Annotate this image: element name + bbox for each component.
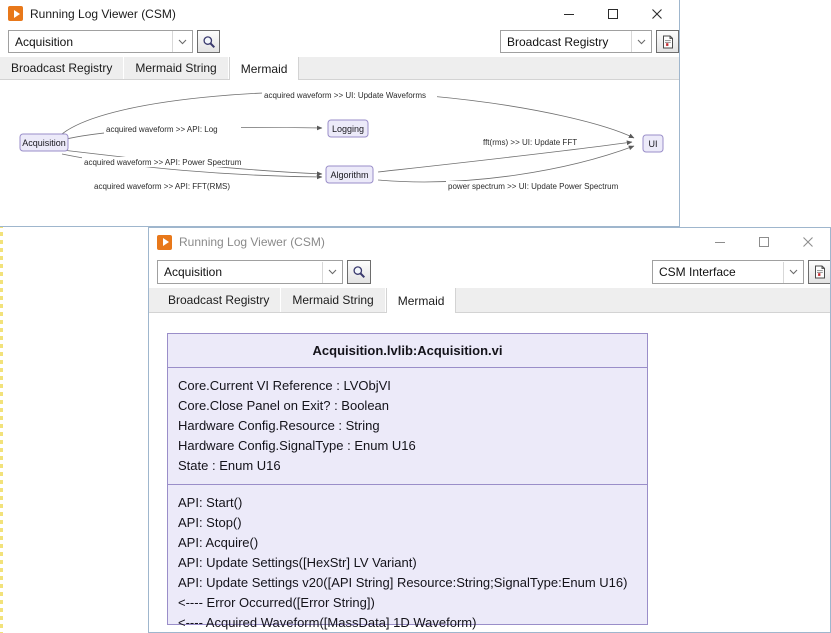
mermaid-flow-svg: Acquisition Logging Algorithm UI acquire… <box>19 90 664 191</box>
window-running-log-viewer-back[interactable]: Running Log Viewer (CSM) Acquisition <box>0 0 680 227</box>
maximize-icon[interactable] <box>591 0 635 27</box>
titlebar-front[interactable]: Running Log Viewer (CSM) <box>149 228 830 256</box>
class-attributes-section: Core.Current VI Reference : LVObjVI Core… <box>168 368 647 484</box>
class-attribute: Hardware Config.Resource : String <box>178 418 380 433</box>
class-methods-section: API: Start() API: Stop() API: Acquire() … <box>168 484 647 632</box>
class-attribute: Core.Close Panel on Exit? : Boolean <box>178 398 390 413</box>
window-controls-front <box>698 228 830 256</box>
tab-mermaid-string-back[interactable]: Mermaid String <box>124 57 229 79</box>
class-attribute: Core.Current VI Reference : LVObjVI <box>178 378 391 393</box>
minimize-icon[interactable] <box>698 228 742 256</box>
search-combo-value-front: Acquisition <box>164 265 223 279</box>
toolbar-back: Acquisition Broadcast Registry <box>0 27 679 57</box>
class-method: API: Acquire() <box>178 535 259 550</box>
node-algorithm-label: Algorithm <box>330 170 368 180</box>
class-method: <---- Acquired Waveform([MassData] 1D Wa… <box>178 615 477 630</box>
search-button-front[interactable] <box>347 260 371 284</box>
lv-run-icon <box>8 6 23 21</box>
class-diagram-canvas[interactable]: Acquisition.lvlib:Acquisition.vi Core.Cu… <box>149 313 830 632</box>
node-algorithm[interactable]: Algorithm <box>325 165 374 184</box>
chevron-down-icon[interactable] <box>172 31 192 52</box>
node-ui[interactable]: UI <box>642 134 664 153</box>
desktop-edge-strip <box>0 0 3 633</box>
tab-broadcast-registry-back[interactable]: Broadcast Registry <box>0 57 125 79</box>
class-method: API: Stop() <box>178 515 242 530</box>
toolbar-front: Acquisition CSM Interface <box>149 256 830 288</box>
right-combo-front[interactable]: CSM Interface <box>652 260 804 284</box>
class-method: API: Update Settings v20([API String] Re… <box>178 575 628 590</box>
titlebar-back[interactable]: Running Log Viewer (CSM) <box>0 0 679 27</box>
tabstrip-front[interactable]: Broadcast Registry Mermaid String Mermai… <box>149 288 830 313</box>
node-ui-label: UI <box>649 139 658 149</box>
maximize-icon[interactable] <box>742 228 786 256</box>
edge-label-api-power-spectrum: acquired waveform >> API: Power Spectrum <box>84 158 242 167</box>
tabstrip-back[interactable]: Broadcast Registry Mermaid String Mermai… <box>0 57 679 80</box>
edge-label-api-log: acquired waveform >> API: Log <box>106 125 218 134</box>
search-combo-back[interactable]: Acquisition <box>8 30 193 53</box>
window-running-log-viewer-front[interactable]: Running Log Viewer (CSM) Acquisition <box>148 227 831 633</box>
right-combo-value-front: CSM Interface <box>659 265 736 279</box>
class-method: <---- Error Occurred([Error String]) <box>178 595 375 610</box>
window-title-back: Running Log Viewer (CSM) <box>30 6 176 21</box>
right-combo-value-back: Broadcast Registry <box>507 34 609 49</box>
minimize-icon[interactable] <box>547 0 591 27</box>
edge-label-update-power-spectrum: power spectrum >> UI: Update Power Spect… <box>448 182 619 191</box>
class-diagram-box[interactable]: Acquisition.lvlib:Acquisition.vi Core.Cu… <box>167 333 648 630</box>
node-logging-label: Logging <box>332 124 364 134</box>
node-acquisition[interactable]: Acquisition <box>19 133 69 152</box>
search-button-back[interactable] <box>197 30 220 53</box>
edge-label-update-waveforms: acquired waveform >> UI: Update Waveform… <box>264 91 426 100</box>
search-combo-front[interactable]: Acquisition <box>157 260 343 284</box>
close-icon[interactable] <box>635 0 679 27</box>
window-controls-back <box>547 0 679 27</box>
tab-mermaid-front[interactable]: Mermaid <box>385 288 457 313</box>
node-logging[interactable]: Logging <box>327 119 369 138</box>
edge-label-api-fft-rms: acquired waveform >> API: FFT(RMS) <box>94 182 230 191</box>
node-acquisition-label: Acquisition <box>22 138 66 148</box>
right-combo-back[interactable]: Broadcast Registry <box>500 30 652 53</box>
tab-broadcast-registry-front[interactable]: Broadcast Registry <box>157 288 282 312</box>
chevron-down-icon[interactable] <box>783 261 803 283</box>
class-attribute: State : Enum U16 <box>178 458 281 473</box>
lv-run-icon <box>157 234 172 250</box>
chevron-down-icon[interactable] <box>322 261 342 283</box>
edge-label-update-fft: fft(rms) >> UI: Update FFT <box>483 138 577 147</box>
report-button-front[interactable] <box>808 260 830 284</box>
class-method: API: Update Settings([HexStr] LV Variant… <box>178 555 417 570</box>
chevron-down-icon[interactable] <box>631 31 651 52</box>
tab-mermaid-back[interactable]: Mermaid <box>228 57 300 80</box>
search-combo-value-back: Acquisition <box>15 34 74 49</box>
window-title-front: Running Log Viewer (CSM) <box>179 235 325 249</box>
tab-mermaid-string-front[interactable]: Mermaid String <box>281 288 386 312</box>
class-method: API: Start() <box>178 495 243 510</box>
close-icon[interactable] <box>786 228 830 256</box>
diagram-edge-labels: acquired waveform >> UI: Update Waveform… <box>82 90 636 191</box>
report-button-back[interactable] <box>656 30 679 53</box>
class-attribute: Hardware Config.SignalType : Enum U16 <box>178 438 416 453</box>
class-diagram-title: Acquisition.lvlib:Acquisition.vi <box>168 334 647 368</box>
mermaid-diagram-canvas[interactable]: Acquisition Logging Algorithm UI acquire… <box>0 80 679 226</box>
